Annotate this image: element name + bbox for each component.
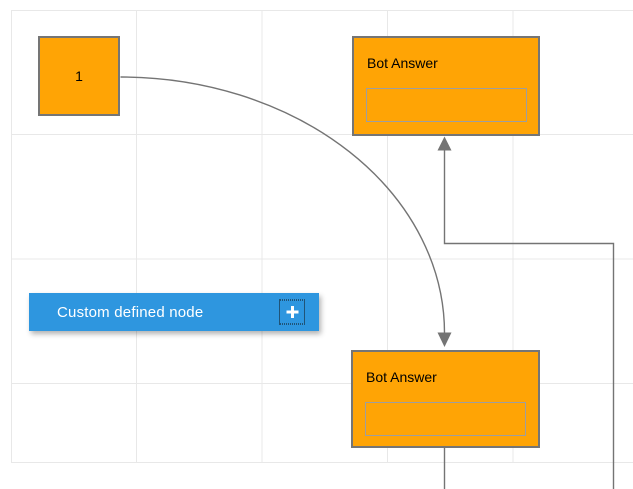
node-bot-answer-bottom[interactable]: Bot Answer <box>351 350 540 448</box>
custom-node-label: Custom defined node <box>57 303 204 321</box>
node-square-1-label: 1 <box>75 68 83 84</box>
node-square-1[interactable]: 1 <box>38 36 120 116</box>
connector-curved[interactable] <box>120 76 452 347</box>
bot-answer-top-title: Bot Answer <box>367 55 438 71</box>
plus-icon <box>286 306 298 318</box>
arrowhead-down-icon <box>437 332 452 347</box>
node-bot-answer-top[interactable]: Bot Answer <box>352 36 540 136</box>
node-custom-defined[interactable]: Custom defined node <box>29 293 319 331</box>
bot-answer-bottom-input-box[interactable] <box>365 402 526 436</box>
bot-answer-top-input-box[interactable] <box>366 88 527 122</box>
arrowhead-up-icon <box>437 136 452 151</box>
add-node-button[interactable] <box>279 299 305 325</box>
bot-answer-bottom-title: Bot Answer <box>366 369 437 385</box>
connector-orthogonal[interactable] <box>437 136 615 489</box>
